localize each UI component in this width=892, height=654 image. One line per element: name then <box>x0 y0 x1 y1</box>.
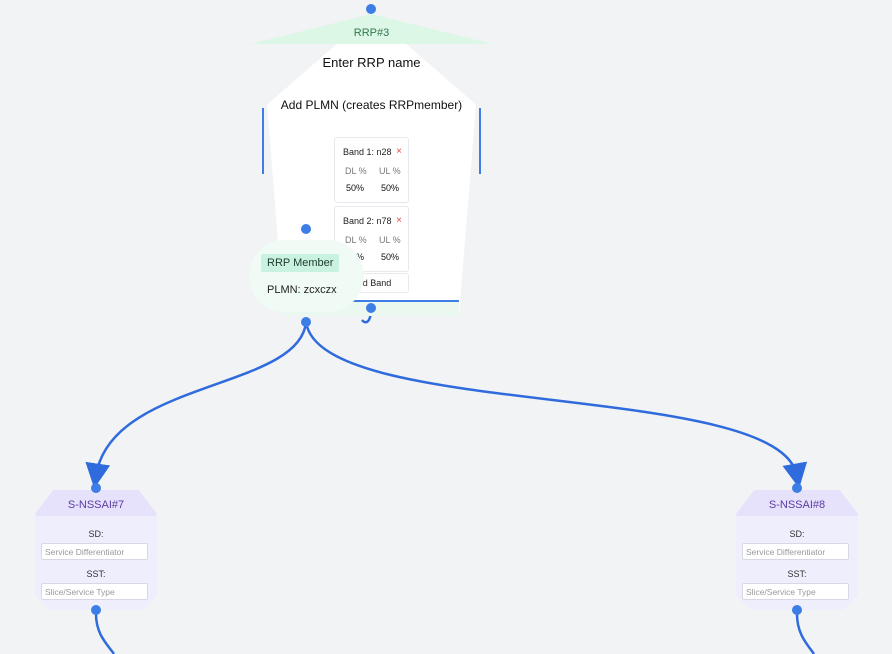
dl-label: DL % <box>345 235 367 245</box>
edge-member-to-nssai8[interactable] <box>304 321 808 489</box>
connection-handle-icon[interactable] <box>301 224 311 234</box>
rrp-member-node[interactable]: RRP Member PLMN: zcxczx <box>249 240 364 312</box>
nssai-node-8[interactable]: S-NSSAI#8 SD: Service Differentiator SST… <box>736 490 858 610</box>
ul-value[interactable]: 50% <box>381 183 400 193</box>
rrp-left-border <box>262 108 264 174</box>
sd-label: SD: <box>88 529 104 539</box>
nssai-title: S-NSSAI#8 <box>768 499 826 511</box>
connection-handle-icon[interactable] <box>91 483 101 493</box>
edge-nssai7-out[interactable] <box>94 613 116 654</box>
sst-input[interactable]: Slice/Service Type <box>41 583 148 600</box>
band-card[interactable]: Band 1: n28 × DL % UL % 50% 50% <box>334 137 409 203</box>
dl-label: DL % <box>345 166 367 176</box>
add-plmn-button[interactable]: Add PLMN (creates RRPmember) <box>280 98 463 112</box>
band-card[interactable]: Band 2: n78 × DL % UL % 50% 50% <box>334 206 409 272</box>
nssai-header <box>35 490 157 516</box>
connection-handle-icon[interactable] <box>91 605 101 615</box>
dl-value[interactable]: 50% <box>346 183 365 193</box>
rrp-node[interactable]: RRP#3 Enter RRP name Add PLMN (creates R… <box>250 14 493 316</box>
nssai-title: S-NSSAI#7 <box>67 499 125 511</box>
sd-input[interactable]: Service Differentiator <box>41 543 148 560</box>
ul-value[interactable]: 50% <box>381 252 400 262</box>
ul-label: UL % <box>379 235 401 245</box>
sst-input[interactable]: Slice/Service Type <box>742 583 849 600</box>
connection-handle-icon[interactable] <box>301 317 311 327</box>
rrp-member-badge: RRP Member <box>261 254 340 272</box>
close-icon[interactable]: × <box>396 146 402 157</box>
edge-nssai8-out[interactable] <box>795 613 816 654</box>
edge-member-to-nssai7[interactable] <box>85 321 308 489</box>
nssai-node-7[interactable]: S-NSSAI#7 SD: Service Differentiator SST… <box>35 490 157 610</box>
member-plmn-text: PLMN: zcxczx <box>267 284 337 296</box>
band-title: Band 1: n28 <box>343 147 392 157</box>
rrp-title: RRP#3 <box>353 27 390 39</box>
connection-handle-icon[interactable] <box>366 4 376 14</box>
ul-label: UL % <box>379 166 401 176</box>
rrp-name-input[interactable]: Enter RRP name <box>322 55 421 70</box>
band-title: Band 2: n78 <box>343 216 392 226</box>
sst-label: SST: <box>86 569 106 579</box>
sd-label: SD: <box>789 529 805 539</box>
sst-label: SST: <box>787 569 807 579</box>
connection-handle-icon[interactable] <box>792 483 802 493</box>
sd-input[interactable]: Service Differentiator <box>742 543 849 560</box>
nssai-header <box>736 490 858 516</box>
close-icon[interactable]: × <box>396 215 402 226</box>
rrp-right-border <box>479 108 481 174</box>
connection-handle-icon[interactable] <box>792 605 802 615</box>
connection-handle-icon[interactable] <box>366 303 376 313</box>
